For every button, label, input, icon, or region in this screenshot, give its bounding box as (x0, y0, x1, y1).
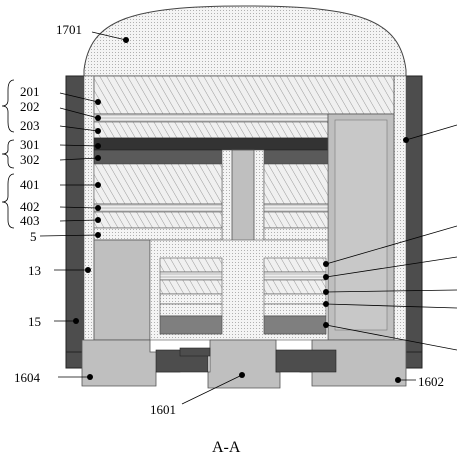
stack-right-1 (263, 257, 327, 273)
label-1602: 1602 (418, 374, 444, 389)
stack-left-2 (159, 271, 223, 281)
layer-5-left (93, 227, 223, 241)
stack-left-4 (159, 293, 223, 305)
left-block-13 (93, 239, 151, 341)
layer-5-right (263, 227, 329, 241)
inner-wall-left (83, 75, 95, 353)
label-202: 202 (20, 99, 40, 114)
layer-301 (93, 137, 329, 151)
stack-left-6 (159, 315, 223, 335)
dome-1701 (83, 5, 407, 77)
figure-caption: A-A (212, 439, 241, 456)
dark-pad-center (179, 347, 211, 357)
leader-dots (73, 37, 409, 383)
layer-403-right (263, 211, 329, 229)
label-403: 403 (20, 213, 40, 228)
layer-201 (93, 75, 395, 115)
layer-401-right (263, 163, 329, 205)
dark-pad-right (275, 349, 337, 373)
label-1604: 1604 (14, 370, 41, 385)
stack-right-3 (263, 279, 327, 295)
right-block-inner (334, 119, 388, 331)
stack-right-5 (263, 303, 327, 317)
label-15: 15 (28, 314, 41, 329)
label-5: 5 (30, 229, 37, 244)
stack-right-4 (263, 293, 327, 305)
label-201: 201 (20, 84, 40, 99)
layer-203 (93, 121, 329, 139)
stack-right-6 (263, 315, 327, 335)
label-1601: 1601 (150, 402, 176, 417)
label-401: 401 (20, 177, 40, 192)
label-1701: 1701 (56, 22, 82, 37)
label-402: 402 (20, 199, 40, 214)
label-302: 302 (20, 152, 40, 167)
stack-left-3 (159, 279, 223, 295)
layer-302 (93, 149, 329, 165)
layer-402-left (93, 203, 223, 213)
stack-left-5 (159, 303, 223, 317)
terminal-1601 (207, 339, 281, 389)
label-301: 301 (20, 137, 40, 152)
layer-403-left (93, 211, 223, 229)
stack-right-2 (263, 271, 327, 281)
stack-left-1 (159, 257, 223, 273)
label-13: 13 (28, 263, 41, 278)
layer-202 (93, 113, 329, 123)
inner-wall-right (393, 75, 407, 353)
label-203: 203 (20, 118, 40, 133)
layer-401-left (93, 163, 223, 205)
layer-402-right (263, 203, 329, 213)
leader-lines (1, 31, 457, 405)
